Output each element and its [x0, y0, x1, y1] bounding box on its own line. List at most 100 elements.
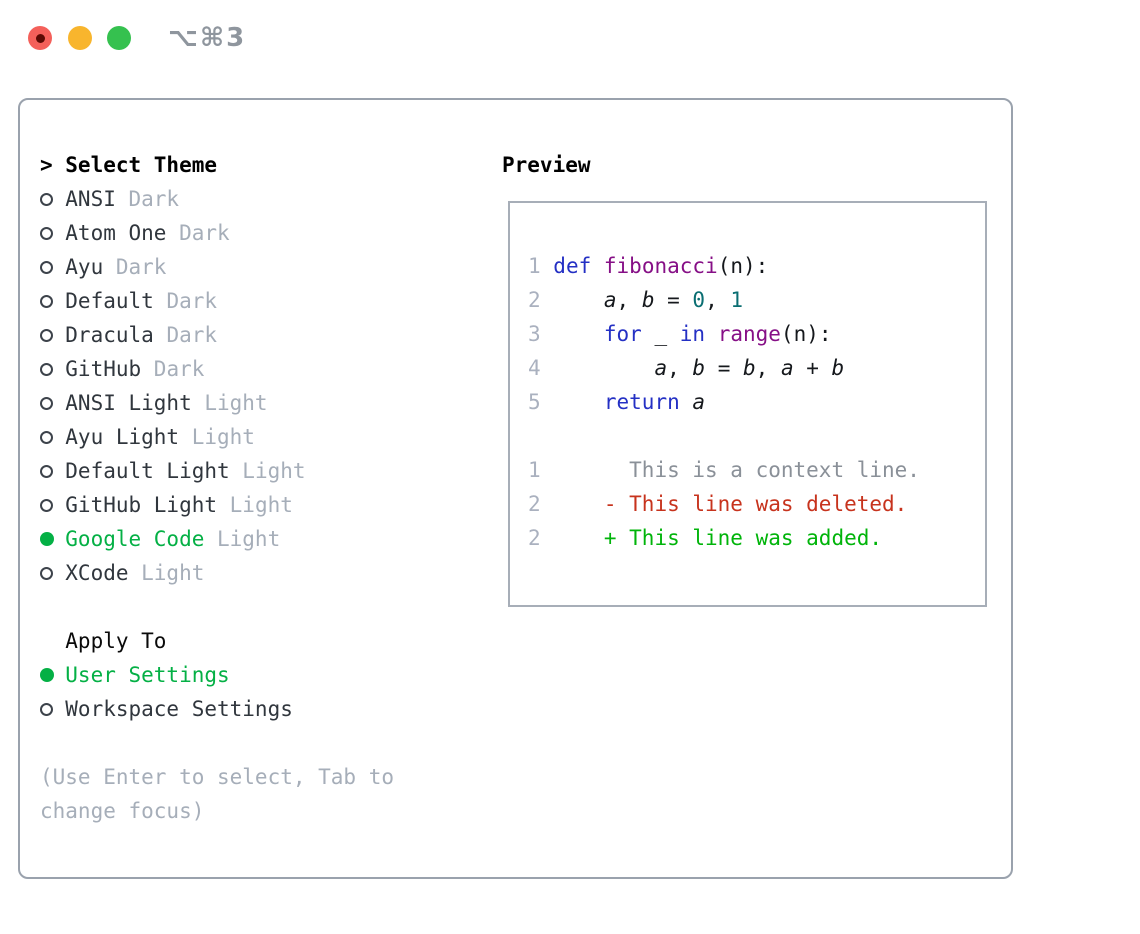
theme-variant-tag: Light	[242, 459, 306, 483]
code-token: 1	[730, 288, 744, 312]
theme-name: GitHub Light	[65, 493, 230, 517]
apply-option-label: User Settings	[65, 663, 230, 687]
theme-name: Default	[65, 289, 167, 313]
select-theme-heading: Select Theme	[65, 153, 217, 177]
theme-item-ansi-light-light[interactable]: ANSI Light Light	[40, 386, 476, 420]
apply-option-label: Workspace Settings	[65, 697, 293, 721]
close-dot-icon	[35, 33, 45, 43]
radio-selected-icon	[40, 532, 54, 546]
code-token: This is a context line.	[553, 458, 920, 482]
code-line: 2 a, b = 0, 1	[528, 283, 985, 317]
theme-item-ansi-dark[interactable]: ANSI Dark	[40, 182, 476, 216]
code-token: ,	[667, 356, 693, 380]
spacer	[40, 590, 476, 624]
theme-item-ayu-light-light[interactable]: Ayu Light Light	[40, 420, 476, 454]
code-token: range	[717, 322, 781, 346]
radio-icon	[40, 363, 53, 376]
code-line: 3 for _ in range(n):	[528, 317, 985, 351]
line-number: 4	[528, 356, 554, 380]
radio-selected-icon	[40, 668, 54, 682]
theme-name: GitHub	[65, 357, 154, 381]
code-line: 4 a, b = b, a + b	[528, 351, 985, 385]
code-token: ,	[616, 288, 642, 312]
theme-variant-tag: Light	[204, 391, 268, 415]
code-token: b	[692, 356, 706, 380]
theme-variant-tag: Dark	[128, 187, 180, 211]
theme-item-default-dark[interactable]: Default Dark	[40, 284, 476, 318]
close-button[interactable]	[28, 26, 52, 50]
theme-item-github-dark[interactable]: GitHub Dark	[40, 352, 476, 386]
code-token: _	[641, 322, 680, 346]
code-token	[553, 356, 654, 380]
theme-name: Default Light	[65, 459, 243, 483]
theme-variant-tag: Dark	[166, 289, 218, 313]
theme-name: Ayu Light	[65, 425, 192, 449]
radio-icon	[40, 227, 53, 240]
radio-icon	[40, 295, 53, 308]
line-number	[528, 424, 553, 448]
theme-name: XCode	[65, 561, 142, 585]
theme-item-ayu-dark[interactable]: Ayu Dark	[40, 250, 476, 284]
code-token	[553, 390, 604, 414]
code-line: 5 return a	[528, 385, 985, 419]
radio-icon	[40, 499, 53, 512]
line-number: 3	[528, 322, 554, 346]
apply-to-heading: Apply To	[65, 629, 167, 653]
code-line: 1 def fibonacci(n):	[528, 249, 985, 283]
radio-icon	[40, 431, 53, 444]
line-number: 5	[528, 390, 554, 414]
code-token	[591, 254, 604, 278]
code-token: in	[679, 322, 706, 346]
radio-icon	[40, 397, 53, 410]
code-token: (n):	[717, 254, 769, 278]
line-number: 2	[528, 492, 554, 516]
line-number: 2	[528, 288, 554, 312]
code-line	[528, 419, 985, 453]
code-token: b	[641, 288, 655, 312]
radio-icon	[40, 567, 53, 580]
hint-text: (Use Enter to select, Tab to change focu…	[40, 765, 395, 823]
code-token: + This line was added.	[553, 526, 883, 550]
theme-item-google-code-light[interactable]: Google Code Light	[40, 522, 476, 556]
code-line: 2 + This line was added.	[528, 521, 985, 555]
theme-name: Ayu	[65, 255, 116, 279]
apply-option-user-settings[interactable]: User Settings	[40, 658, 476, 692]
code-token: a	[692, 390, 706, 414]
code-token	[553, 288, 604, 312]
code-line: 2 - This line was deleted.	[528, 487, 985, 521]
radio-icon	[40, 261, 53, 274]
theme-item-xcode-light[interactable]: XCode Light	[40, 556, 476, 590]
theme-item-default-light-light[interactable]: Default Light Light	[40, 454, 476, 488]
theme-variant-tag: Dark	[166, 323, 218, 347]
code-token	[553, 322, 604, 346]
code-token: fibonacci	[603, 254, 718, 278]
window-title: ⌥⌘3	[168, 23, 247, 53]
theme-name: ANSI Light	[65, 391, 205, 415]
radio-icon	[40, 193, 53, 206]
maximize-button[interactable]	[107, 26, 131, 50]
minimize-button[interactable]	[68, 26, 92, 50]
apply-option-workspace-settings[interactable]: Workspace Settings	[40, 692, 476, 726]
theme-item-dracula-dark[interactable]: Dracula Dark	[40, 318, 476, 352]
theme-variant-tag: Light	[229, 493, 293, 517]
code-token: def	[553, 254, 592, 278]
radio-icon	[40, 703, 53, 716]
preview-heading: Preview	[502, 153, 591, 177]
radio-icon	[40, 465, 53, 478]
theme-variant-tag: Dark	[179, 221, 230, 245]
code-token: (n):	[780, 322, 832, 346]
theme-name: Google Code	[65, 527, 217, 551]
theme-item-github-light-light[interactable]: GitHub Light Light	[40, 488, 476, 522]
code-token: - This line was deleted.	[553, 492, 908, 516]
theme-item-atom-one-dark[interactable]: Atom One Dark	[40, 216, 476, 250]
code-token: 0	[692, 288, 706, 312]
select-theme-row: >Select Theme	[40, 148, 476, 182]
line-number: 2	[528, 526, 554, 550]
line-number: 1	[528, 254, 554, 278]
code-token: a	[780, 356, 794, 380]
code-token: ,	[705, 288, 731, 312]
code-line: 1 This is a context line.	[528, 453, 985, 487]
